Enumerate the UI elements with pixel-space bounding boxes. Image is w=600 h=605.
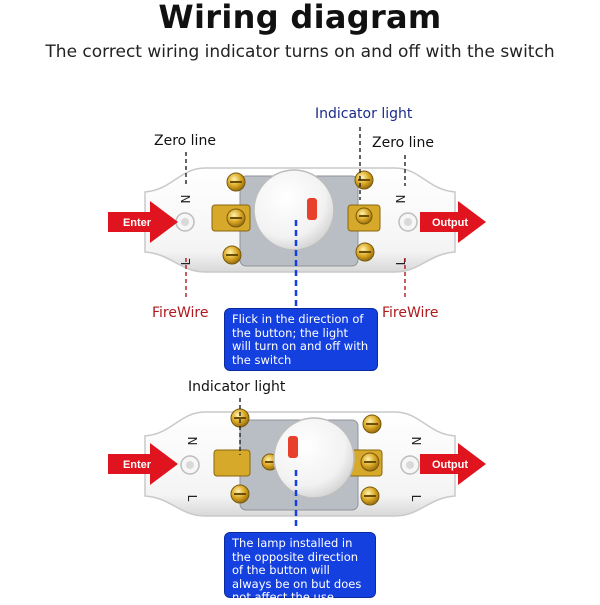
- bottom-leader-lines: [239, 398, 298, 530]
- page-title: Wiring diagram: [158, 0, 442, 36]
- top-switch: N L N L: [144, 167, 456, 273]
- bottom-output-arrow: Output: [420, 443, 486, 485]
- bottom-output-label: Output: [432, 459, 468, 471]
- top-right-l-letter: L: [394, 258, 408, 265]
- bottom-right-n-letter: N: [409, 437, 423, 446]
- bottom-enter-label: Enter: [123, 459, 152, 471]
- top-zero-line-left-label: Zero line: [154, 133, 216, 149]
- top-indicator-light-label: Indicator light: [315, 106, 413, 122]
- bottom-enter-arrow: Enter: [108, 443, 178, 485]
- bottom-screws: [230, 408, 382, 506]
- bottom-indicator-light-label: Indicator light: [188, 379, 286, 395]
- top-firewire-left-label: FireWire: [152, 305, 209, 321]
- top-right-n-letter: N: [394, 195, 408, 204]
- top-enter-label: Enter: [123, 217, 152, 229]
- top-screws: [222, 170, 375, 265]
- bottom-left-n-letter: N: [185, 437, 199, 446]
- page-subtitle: The correct wiring indicator turns on an…: [45, 42, 555, 62]
- top-output-arrow: Output: [420, 201, 486, 243]
- bottom-note-box: The lamp installed in the opposite direc…: [225, 533, 375, 604]
- top-firewire-right-label: FireWire: [382, 305, 439, 321]
- top-switch-knob: [253, 169, 335, 251]
- bottom-left-l-letter: L: [185, 495, 199, 502]
- top-leader-lines: [185, 127, 406, 312]
- top-indicator-light: [307, 198, 317, 220]
- top-zero-line-right-label: Zero line: [372, 135, 434, 151]
- top-note-box: Flick in the direction of the button; th…: [225, 309, 377, 370]
- bottom-switch-knob: [273, 417, 355, 499]
- bottom-indicator-light: [288, 436, 298, 458]
- top-left-n-letter: N: [179, 195, 193, 204]
- top-output-label: Output: [432, 217, 468, 229]
- top-enter-arrow: Enter: [108, 201, 178, 243]
- bottom-right-l-letter: L: [409, 495, 423, 502]
- bottom-switch: N L N L: [144, 408, 456, 517]
